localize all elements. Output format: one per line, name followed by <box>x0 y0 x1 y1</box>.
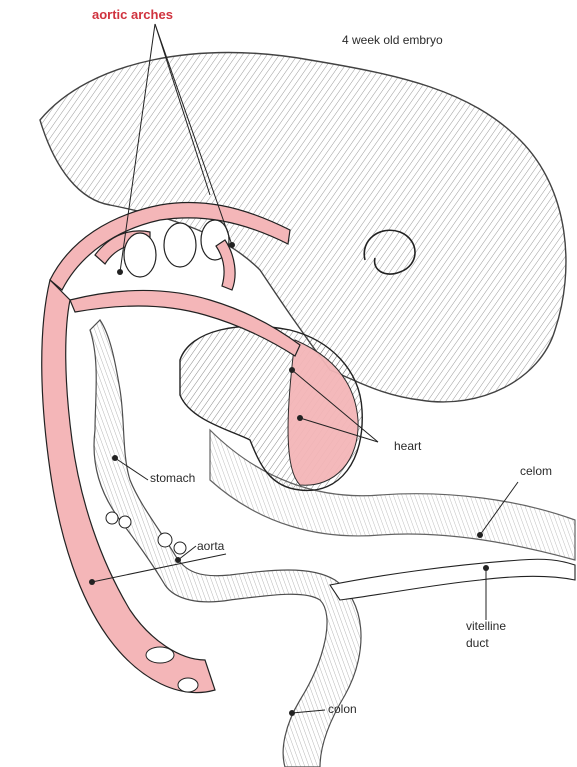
aortic-arch-vessels <box>50 202 300 356</box>
vitelline-label-line2: duct <box>466 637 489 651</box>
stomach-label: stomach <box>150 472 195 486</box>
heart-label: heart <box>394 440 421 454</box>
aorta-label: aorta <box>197 540 224 554</box>
diagram-title: 4 week old embryo <box>342 34 443 48</box>
aortic-arches-label: aortic arches <box>92 8 173 23</box>
vitelline-duct <box>330 559 575 600</box>
celom-label: celom <box>520 465 552 479</box>
colon-label: colon <box>328 703 357 717</box>
vitelline-label-line1: vitelline <box>466 620 506 634</box>
